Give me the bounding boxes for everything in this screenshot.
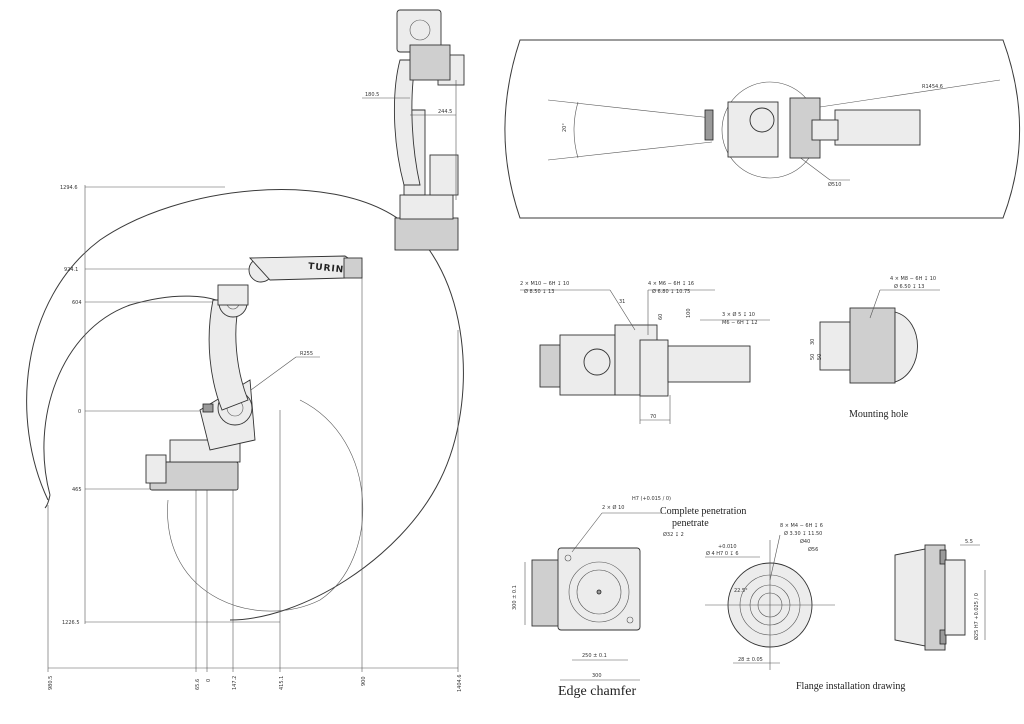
x-label-a: 65.6: [195, 679, 201, 690]
arm-dim-100: 100: [686, 308, 692, 318]
flange-callout-3: Ø40: [800, 538, 810, 545]
base-dim-300: 300: [592, 673, 602, 679]
mount-callout-b: Ø 6.50 ↧ 13: [894, 283, 924, 290]
base-dim-vertical: 300 ± 0.1: [512, 585, 518, 610]
robot-side-view: TURIN: [145, 255, 363, 491]
flange-dim-diameter: Ø25 H7 +0.025 / 0: [973, 593, 980, 640]
mount-dim-30: 30: [810, 339, 816, 345]
flange-pin-a: +0.010: [718, 544, 737, 550]
top-diameter-label: Ø510: [828, 181, 841, 188]
mounting-hole-detail: 4 × M8 − 6H ↧ 10 Ø 6.50 ↧ 13 30 50 50 Mo…: [810, 276, 940, 420]
flange-caption: Flange installation drawing: [796, 681, 905, 692]
mount-dim-50b: 50: [817, 354, 823, 360]
base-tolerance: H7 (+0.015 / 0): [632, 496, 671, 502]
base-dim-250: 250 ± 0.1: [582, 653, 607, 659]
y-label-zero: 0: [78, 409, 81, 415]
arm-callout-3b: M6 − 6H ↧ 12: [722, 320, 758, 326]
arm-dim-70: 70: [650, 414, 656, 420]
flange-callout-2: Ø 3.30 ↧ 11.50: [784, 530, 822, 537]
y-label-bottom: 1226.5: [62, 620, 80, 626]
arm-dim-31: 31: [619, 299, 625, 305]
rear-view: 180.5 244.5: [362, 9, 465, 251]
flange-callout-4: Ø56: [808, 546, 818, 553]
rear-dim-b: 244.5: [438, 109, 452, 115]
base-callout-left: 2 × Ø 10: [602, 504, 624, 511]
flange-dim-5.5: 5.5: [965, 539, 973, 545]
arm-callout-2a: 4 × M6 − 6H ↧ 16: [648, 281, 694, 287]
base-penetration-2: penetrate: [672, 518, 709, 529]
y-label-top: 1294.6: [60, 185, 78, 191]
base-counterbore: Ø32 ↧ 2: [663, 531, 684, 538]
top-view-envelope: R1454.6 20° Ø510: [504, 39, 1020, 219]
mounting-hole-caption: Mounting hole: [849, 409, 909, 420]
top-angle-label: 20°: [562, 123, 568, 132]
x-label-left: 980.5: [48, 676, 54, 690]
y-label-mid: 604: [72, 300, 82, 306]
flange-pin-b: Ø 4 H7 0 ↧ 6: [706, 550, 739, 557]
flange-angle: 22.5°: [734, 588, 748, 594]
arm-dim-60: 60: [658, 314, 664, 320]
top-radius-label: R1454.6: [922, 84, 943, 90]
mount-callout-a: 4 × M8 − 6H ↧ 10: [890, 276, 936, 282]
arm-callout-1a: 2 × M10 − 6H ↧ 10: [520, 281, 569, 287]
arm-detail: 2 × M10 − 6H ↧ 10 Ø 8.50 ↧ 13 4 × M6 − 6…: [520, 281, 770, 424]
x-label-right: 1404.6: [457, 675, 463, 693]
x-label-b: 0: [206, 679, 212, 682]
base-penetration-1: Complete penetration: [660, 506, 746, 517]
flange-dim-28: 28 ± 0.05: [738, 657, 763, 663]
side-view-envelope: 1294.6 924.1 604 0 465 1226.5 R255 980.5…: [26, 185, 464, 693]
brand-logo: TURIN: [308, 262, 345, 276]
y-label-upper: 924.1: [64, 267, 78, 273]
arm-callout-2b: Ø 6.80 ↧ 10.75: [652, 288, 690, 295]
arm-callout-1b: Ø 8.50 ↧ 13: [524, 288, 554, 295]
edge-chamfer-caption: Edge chamfer: [558, 684, 636, 699]
x-label-c: 147.2: [232, 676, 238, 690]
x-label-d: 415.1: [279, 676, 285, 690]
y-label-low: 465: [72, 487, 82, 493]
flange-callout-1: 8 × M4 − 6H ↧ 6: [780, 523, 823, 529]
x-label-e: 900: [361, 676, 367, 686]
radius-label: R255: [300, 351, 313, 357]
arm-callout-3a: 3 × Ø 5 ↧ 10: [722, 311, 755, 318]
mount-dim-50a: 50: [810, 354, 816, 360]
flange-detail: 8 × M4 − 6H ↧ 6 Ø 3.30 ↧ 11.50 Ø40 Ø56 +…: [705, 523, 986, 692]
rear-dim-a: 180.5: [365, 92, 379, 98]
base-detail: 2 × Ø 10 H7 (+0.015 / 0) Complete penetr…: [512, 496, 746, 699]
